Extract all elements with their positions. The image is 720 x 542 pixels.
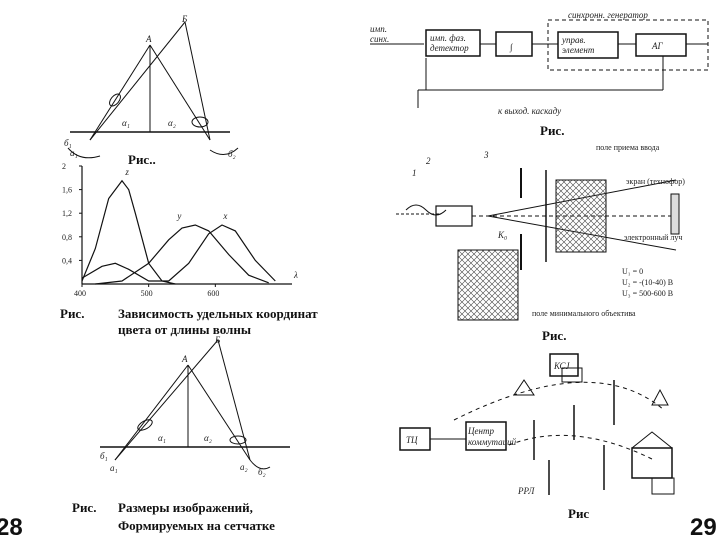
label-b2: б₂	[228, 149, 236, 159]
tube-diagram: 2 1 3 К₀ поле приема ввода экран (техноф…	[396, 143, 685, 321]
label-n1: 1	[412, 168, 417, 178]
fig5-text-1: Размеры изображений,	[118, 500, 253, 515]
voltage-3: U₃ = 500-600 В	[622, 289, 673, 298]
color-matching-chart: 0,4 0,8 1,2 1,6 2 400 500 600 λ z y x	[62, 162, 298, 298]
series-line-z	[81, 179, 176, 285]
tc-label: ТЦ	[406, 435, 418, 445]
center-label-2: коммутаций	[468, 437, 517, 447]
label-b-bottom: Б	[214, 335, 221, 345]
y-tick-label: 1,2	[62, 209, 72, 218]
label-focus: экран (технофор)	[626, 177, 685, 186]
series-label-y: y	[176, 211, 181, 221]
label-a2-bottom: а₂	[240, 462, 248, 472]
control-label-2: элемент	[562, 45, 595, 55]
y-tick-label: 1,6	[62, 186, 72, 195]
detector-label-1: имп. фаз.	[430, 33, 466, 43]
input-label-1: имп.	[370, 24, 387, 34]
series-line-x	[81, 224, 276, 282]
label-bottom: поле минимального объектива	[532, 309, 636, 318]
label-alpha1-bottom: α₁	[158, 433, 166, 443]
fig5-label: Рис.	[72, 500, 97, 515]
fig6-caption: Рис	[568, 506, 590, 521]
label-n2: 2	[426, 156, 431, 166]
label-beam: электронный луч	[624, 233, 682, 242]
input-label-2: синх.	[370, 34, 389, 44]
y-tick-label: 0,4	[62, 256, 72, 265]
label-alpha1: α₁	[122, 118, 130, 128]
voltage-1: U₁ = 0	[622, 267, 643, 276]
x-tick-label: 400	[74, 289, 86, 298]
control-label-1: управ.	[561, 35, 586, 45]
integrator-label: ∫	[509, 42, 514, 53]
rrl-label: РРЛ	[517, 486, 535, 496]
x-tick-label: 500	[141, 289, 153, 298]
fig1-caption: Рис..	[128, 152, 156, 167]
label-alpha2-bottom: α₂	[204, 433, 212, 443]
sync-block-diagram: имп. синх. имп. фаз. детектор ∫ синхронн…	[370, 10, 709, 116]
label-a1-bottom: а₁	[110, 463, 118, 473]
fig5-text-2: Формируемых на сетчатке	[118, 518, 275, 533]
label-b2-bottom: б₂	[258, 467, 266, 477]
label-k: К₀	[497, 230, 507, 240]
eye-geometry-top: Б А α₁ α₂ б₁ а₁ б₂	[64, 14, 239, 159]
label-a1: а₁	[70, 148, 78, 158]
x-axis-label: λ	[293, 270, 298, 280]
series-label-z: z	[124, 167, 129, 177]
label-target: поле приема ввода	[596, 143, 660, 152]
series-label-x: x	[222, 211, 227, 221]
fig2-caption: Рис.	[540, 123, 565, 138]
ag-label: АГ	[651, 41, 663, 51]
label-b1-bottom: б₁	[100, 451, 108, 461]
fig3-text-2: цвета от длины волны	[118, 322, 251, 337]
center-label-1: Центр	[467, 426, 494, 436]
page-number-left: 28	[0, 514, 23, 541]
label-n3: 3	[483, 150, 489, 160]
label-b1: б₁	[64, 138, 72, 148]
kcj-label: КСЈ	[553, 361, 571, 371]
label-a-bottom: А	[181, 354, 188, 364]
detector-label-2: детектор	[430, 43, 469, 53]
y-tick-label: 0,8	[62, 233, 72, 242]
fig4-caption: Рис.	[542, 328, 567, 343]
label-b: Б	[181, 14, 188, 24]
y-tick-label: 2	[62, 162, 66, 171]
x-tick-label: 600	[207, 289, 219, 298]
label-alpha2: α₂	[168, 118, 176, 128]
feedback-label: к выход. каскаду	[498, 106, 561, 116]
network-diagram: КСЈ ТЦ Центр коммутаций РРЛ	[399, 353, 675, 496]
fig3-text-1: Зависимость удельных координат	[118, 306, 318, 321]
eye-geometry-bottom: Б А α₁ α₂ б₁ а₁ а₂ б₂	[100, 335, 290, 477]
sync-gen-label: синхронн. генератор	[568, 10, 648, 20]
fig3-label: Рис.	[60, 306, 85, 321]
series-line-y	[95, 224, 269, 285]
page-number-right: 29	[690, 514, 717, 541]
voltage-2: U₂ = -(10-40) В	[622, 278, 673, 287]
label-a: А	[145, 34, 152, 44]
